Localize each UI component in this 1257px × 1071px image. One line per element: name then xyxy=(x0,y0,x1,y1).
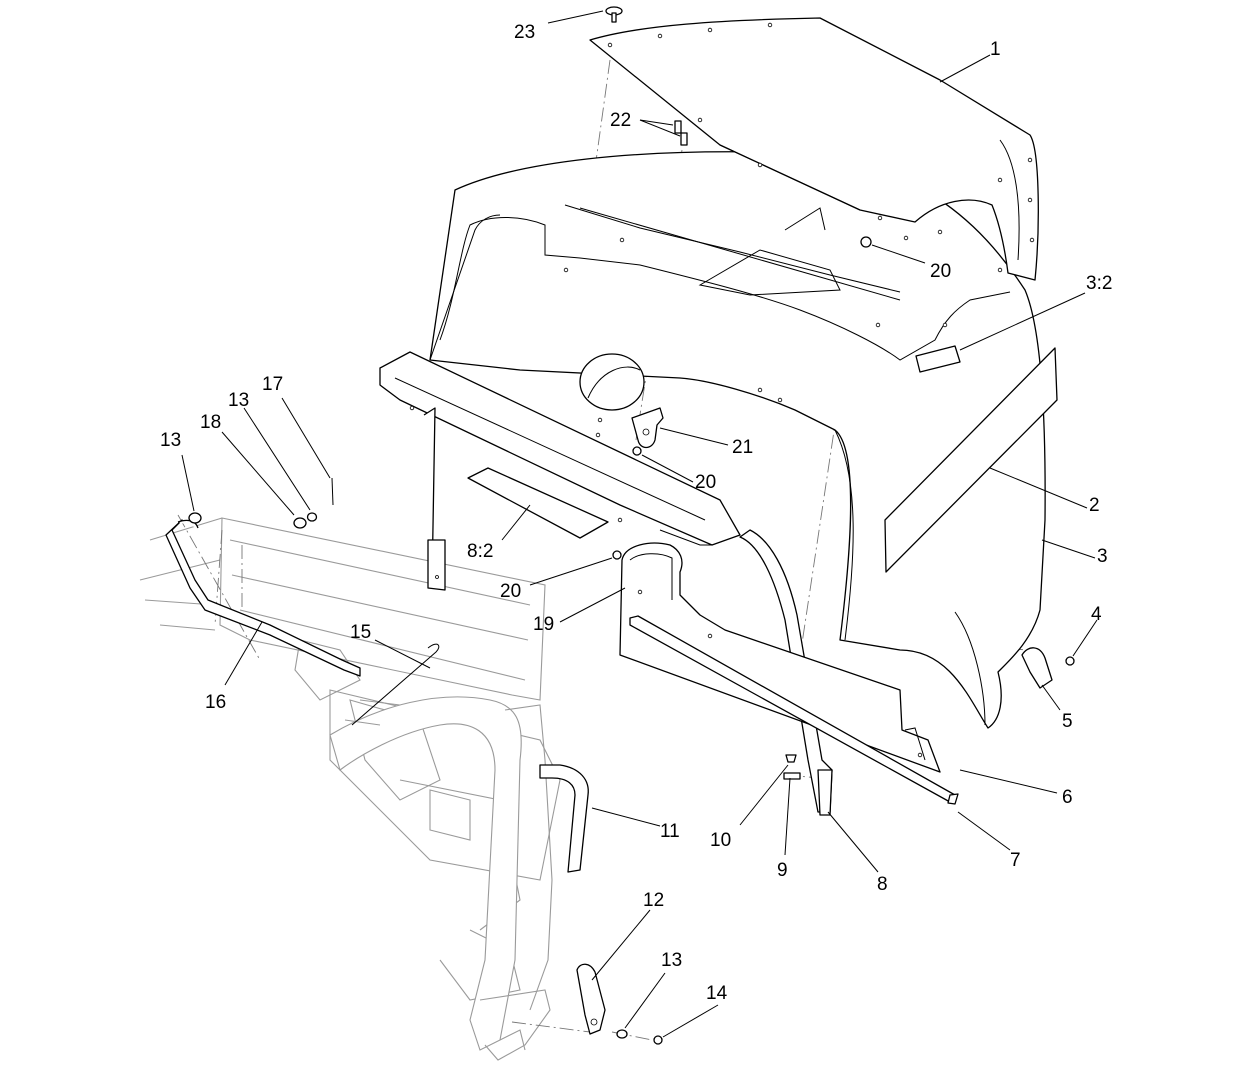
side-decal-strip xyxy=(884,347,1058,573)
callout-13-mid: 13 xyxy=(228,390,249,411)
callout-9: 9 xyxy=(777,860,788,881)
nut-20-top xyxy=(860,236,872,248)
top-cover xyxy=(589,17,1039,281)
handle-tube-11 xyxy=(539,764,589,873)
nut-4 xyxy=(1065,656,1075,666)
washer-13-mid xyxy=(306,512,318,522)
washer-13-bottom xyxy=(616,1029,628,1039)
callout-13-left: 13 xyxy=(160,430,181,451)
side-panel-19 xyxy=(619,542,941,773)
callout-labels: 23 1 22 20 3:2 21 20 2 3 8:2 20 19 4 5 6… xyxy=(160,22,1112,1004)
callout-1: 1 xyxy=(990,39,1001,60)
bolt-14 xyxy=(653,1035,663,1045)
callout-4: 4 xyxy=(1091,604,1102,625)
callout-3-2: 3:2 xyxy=(1086,273,1112,294)
leader-lines xyxy=(181,10,1098,1038)
callout-21: 21 xyxy=(732,437,753,458)
callout-23: 23 xyxy=(514,22,535,43)
callout-18: 17 xyxy=(262,374,283,395)
seal-strip-7 xyxy=(629,615,959,805)
callout-13-bottom: 13 xyxy=(661,950,682,971)
callout-8-2: 8:2 xyxy=(467,541,493,562)
callout-2: 2 xyxy=(1089,495,1100,516)
hairpin-15 xyxy=(351,643,440,726)
callout-8: 8 xyxy=(877,874,888,895)
decal-8-2 xyxy=(467,467,609,539)
callout-12: 12 xyxy=(643,890,664,911)
decal-3-2 xyxy=(915,345,961,373)
linkage-rod-16 xyxy=(165,519,361,677)
callout-22: 22 xyxy=(610,110,631,131)
callout-7: 7 xyxy=(1010,850,1021,871)
nut-20-low xyxy=(612,550,622,560)
callout-5: 5 xyxy=(1062,711,1073,732)
callout-20-top: 20 xyxy=(930,261,951,282)
callout-20-low: 20 xyxy=(500,581,521,602)
callout-16: 16 xyxy=(205,692,226,713)
callout-14: 14 xyxy=(706,983,728,1004)
washer-13-left xyxy=(188,512,202,524)
callout-3: 3 xyxy=(1097,546,1108,567)
pin-18 xyxy=(331,477,334,506)
screw-23 xyxy=(605,6,623,23)
machine-frame-ghost xyxy=(139,517,561,1061)
hood-body xyxy=(429,151,1046,729)
latch-12 xyxy=(576,963,606,1035)
callout-15: 15 xyxy=(350,622,371,643)
latch-5 xyxy=(1021,647,1053,689)
callout-17: 18 xyxy=(200,412,221,433)
callout-19: 19 xyxy=(533,614,554,635)
callout-11: 11 xyxy=(660,821,680,842)
bolt-9 xyxy=(783,772,801,780)
bushing-17 xyxy=(293,517,307,529)
bolt-10 xyxy=(785,754,797,763)
callout-6: 6 xyxy=(1062,787,1073,808)
bracket-21 xyxy=(631,407,664,449)
nut-20-mid xyxy=(632,446,642,456)
callout-10: 10 xyxy=(710,830,731,851)
front-crossmember xyxy=(379,351,741,591)
screws-22 xyxy=(674,120,688,146)
callout-20-mid: 20 xyxy=(695,472,716,493)
